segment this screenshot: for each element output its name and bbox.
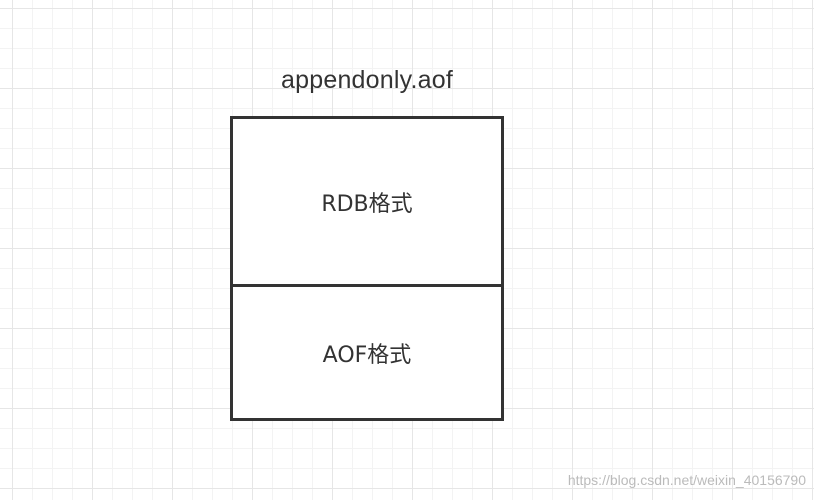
file-name-label: appendonly.aof <box>281 66 453 94</box>
aof-section: AOF格式 <box>233 287 501 418</box>
aof-file-box: RDB格式 AOF格式 <box>230 116 504 421</box>
aof-section-label: AOF格式 <box>322 342 412 368</box>
rdb-section-label: RDB格式 <box>321 191 413 217</box>
watermark-text: https://blog.csdn.net/weixin_40156790 <box>567 472 806 488</box>
rdb-section: RDB格式 <box>233 119 501 287</box>
